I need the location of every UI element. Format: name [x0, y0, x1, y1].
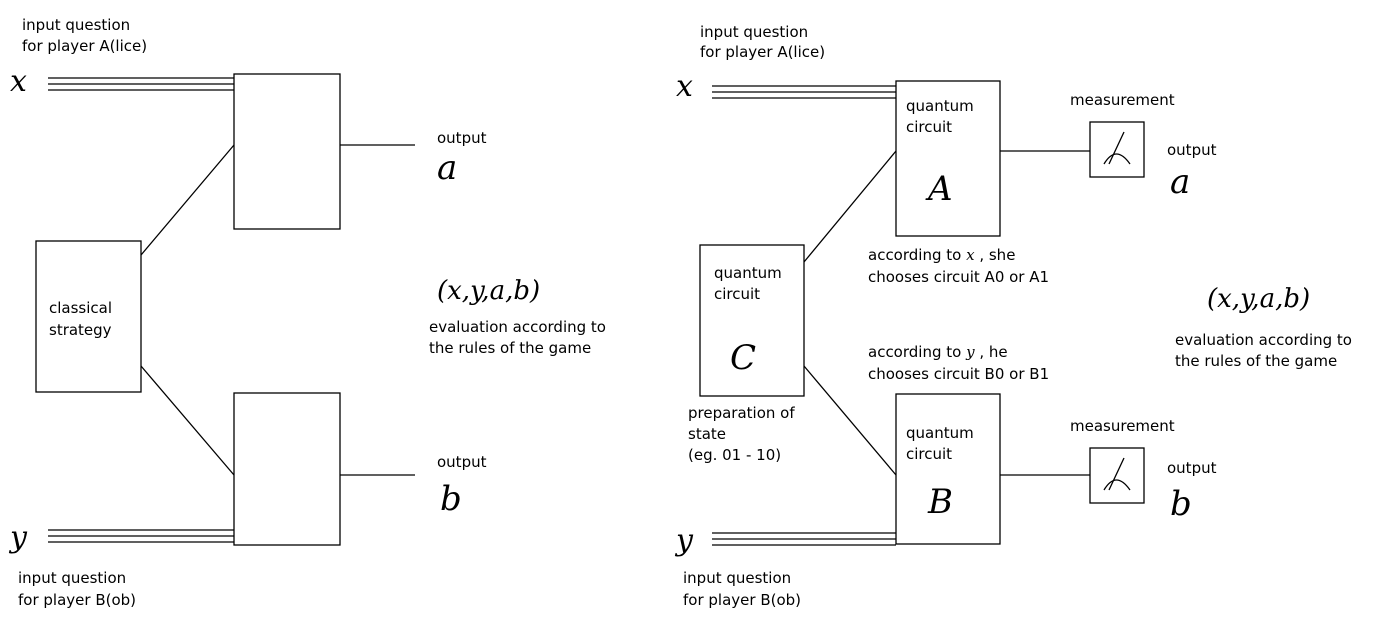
quantum-circuit-c-name: C [730, 338, 756, 378]
quantum-choice-a-line2: chooses circuit A0 or A1 [868, 268, 1049, 286]
classical-panel: input question for player A(lice) x outp… [8, 16, 606, 609]
quantum-measurement-b-label: measurement [1070, 417, 1175, 435]
quantum-measurement-a-label: measurement [1070, 91, 1175, 109]
quantum-circuit-c-line1: quantum [714, 264, 782, 282]
quantum-circuit-b-line2: circuit [906, 445, 952, 463]
quantum-circuit-c-box [699, 244, 805, 397]
classical-input-a-line2: for player A(lice) [22, 37, 147, 55]
quantum-c-to-b-wire [803, 365, 897, 476]
classical-strategy-to-alice [140, 144, 235, 256]
classical-input-b-line2: for player B(ob) [18, 591, 136, 609]
classical-input-b-line1: input question [18, 569, 126, 587]
quantum-tuple: (x,y,a,b) [1207, 284, 1310, 314]
quantum-choice-b-line2: chooses circuit B0 or B1 [868, 365, 1049, 383]
quantum-circuit-a-name: A [925, 169, 953, 209]
classical-tuple: (x,y,a,b) [437, 276, 540, 306]
quantum-circuit-a-line2: circuit [906, 118, 952, 136]
measurement-meter-icon [1103, 457, 1131, 491]
measurement-meter-icon [1103, 131, 1131, 165]
quantum-output-b-label: output [1167, 459, 1217, 477]
quantum-c-to-a-wire [803, 150, 897, 263]
classical-output-b-var: b [440, 479, 462, 519]
classical-var-x: x [10, 64, 27, 99]
measurement-b-box [1089, 447, 1145, 504]
quantum-eval-line2: the rules of the game [1175, 352, 1337, 370]
classical-strategy-line2: strategy [49, 321, 112, 339]
quantum-choice-b-line1: according to y , he [868, 343, 1008, 361]
measurement-a-box [1089, 121, 1145, 178]
quantum-prep-line1: preparation of [688, 404, 795, 422]
classical-strategy-line1: classical [49, 299, 112, 317]
quantum-input-a-line1: input question [700, 23, 808, 41]
quantum-circuit-b-line1: quantum [906, 424, 974, 442]
quantum-input-b-line1: input question [683, 569, 791, 587]
quantum-input-b-line2: for player B(ob) [683, 591, 801, 609]
classical-box-bob [233, 392, 341, 546]
classical-output-a-var: a [437, 148, 457, 188]
quantum-output-a-label: output [1167, 141, 1217, 159]
classical-strategy-to-bob [140, 365, 235, 476]
quantum-input-a-line2: for player A(lice) [700, 43, 825, 61]
quantum-circuit-a-box [895, 80, 1001, 237]
classical-strategy-box [35, 240, 142, 393]
quantum-var-y: y [674, 523, 694, 558]
quantum-circuit-b-name: B [927, 482, 953, 522]
classical-output-a-label: output [437, 129, 487, 147]
quantum-prep-line2: state [688, 425, 726, 443]
classical-box-alice [233, 73, 341, 230]
quantum-panel: input question for player A(lice) x quan… [674, 23, 1352, 609]
classical-var-y: y [8, 520, 28, 555]
quantum-choice-a-line1: according to x , she [868, 246, 1015, 264]
quantum-prep-line3: (eg. 01 - 10) [688, 446, 781, 464]
quantum-circuit-b-box [895, 393, 1001, 545]
quantum-var-x: x [676, 69, 693, 104]
quantum-output-a-var: a [1170, 162, 1190, 202]
quantum-eval-line1: evaluation according to [1175, 331, 1352, 349]
quantum-circuit-c-line2: circuit [714, 285, 760, 303]
quantum-circuit-a-line1: quantum [906, 97, 974, 115]
classical-eval-line2: the rules of the game [429, 339, 591, 357]
quantum-output-b-var: b [1170, 484, 1192, 524]
classical-eval-line1: evaluation according to [429, 318, 606, 336]
classical-input-a-line1: input question [22, 16, 130, 34]
classical-output-b-label: output [437, 453, 487, 471]
